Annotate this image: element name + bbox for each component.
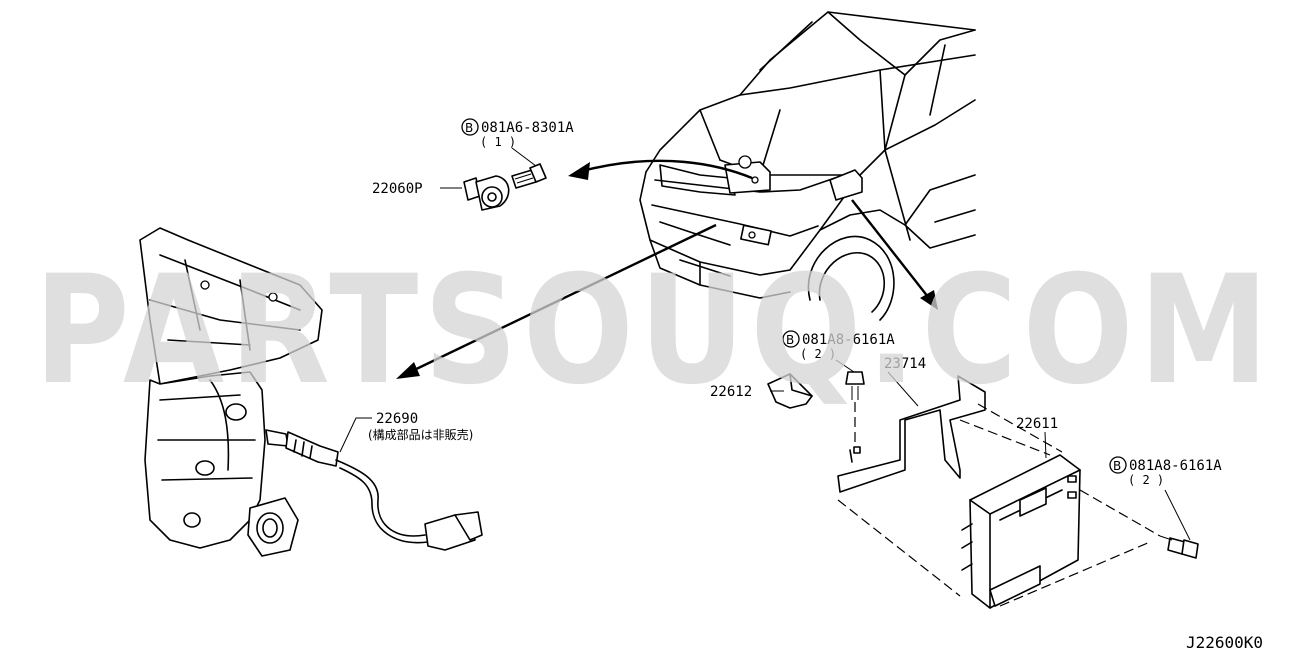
exhaust-manifold-illustration [139, 227, 483, 557]
note-oxygen-sensor: (構成部品は非販売) [368, 427, 473, 442]
knock-sensor-illustration [463, 163, 547, 211]
qty-knock-sensor-bolt: ( 1 ) [480, 135, 516, 149]
bolt-marker-2: B [786, 333, 794, 347]
qty-ecm-bolt: ( 2 ) [1128, 473, 1164, 487]
cover-22612-illustration [767, 373, 813, 409]
bracket-23714-illustration [837, 375, 986, 493]
label-ecm-bolt[interactable]: 081A8-6161A [1129, 458, 1222, 474]
label-ecm[interactable]: 22611 [1016, 416, 1058, 432]
label-oxygen-sensor[interactable]: 22690 [376, 411, 418, 427]
label-bracket-bolt[interactable]: 081A8-6161A [802, 332, 895, 348]
label-cover[interactable]: 22612 [710, 384, 752, 400]
location-arrows [396, 159, 938, 379]
bolt-marker-1: B [465, 121, 473, 135]
label-knock-sensor-bolt[interactable]: 081A6-8301A [481, 120, 574, 136]
bracket-bolt-illustration [845, 371, 865, 450]
bolt-marker-3: B [1113, 459, 1121, 473]
qty-bracket-bolt: ( 2 ) [800, 347, 836, 361]
label-knock-sensor[interactable]: 22060P [372, 181, 423, 197]
vehicle-illustration [639, 11, 976, 321]
callout-labels: B 081A6-8301A ( 1 ) 22060P B 081A8-6161A… [368, 118, 1222, 487]
watermark: PARTSOUQ.COM [34, 244, 1274, 418]
leader-lines [339, 147, 1191, 541]
ecm-22611-illustration [961, 454, 1081, 609]
diagram-code: J22600K0 [1186, 633, 1263, 652]
ecm-bolt-illustration [1159, 535, 1199, 559]
label-ecm-bracket[interactable]: 23714 [884, 356, 926, 372]
assembly-lines [837, 403, 1161, 607]
